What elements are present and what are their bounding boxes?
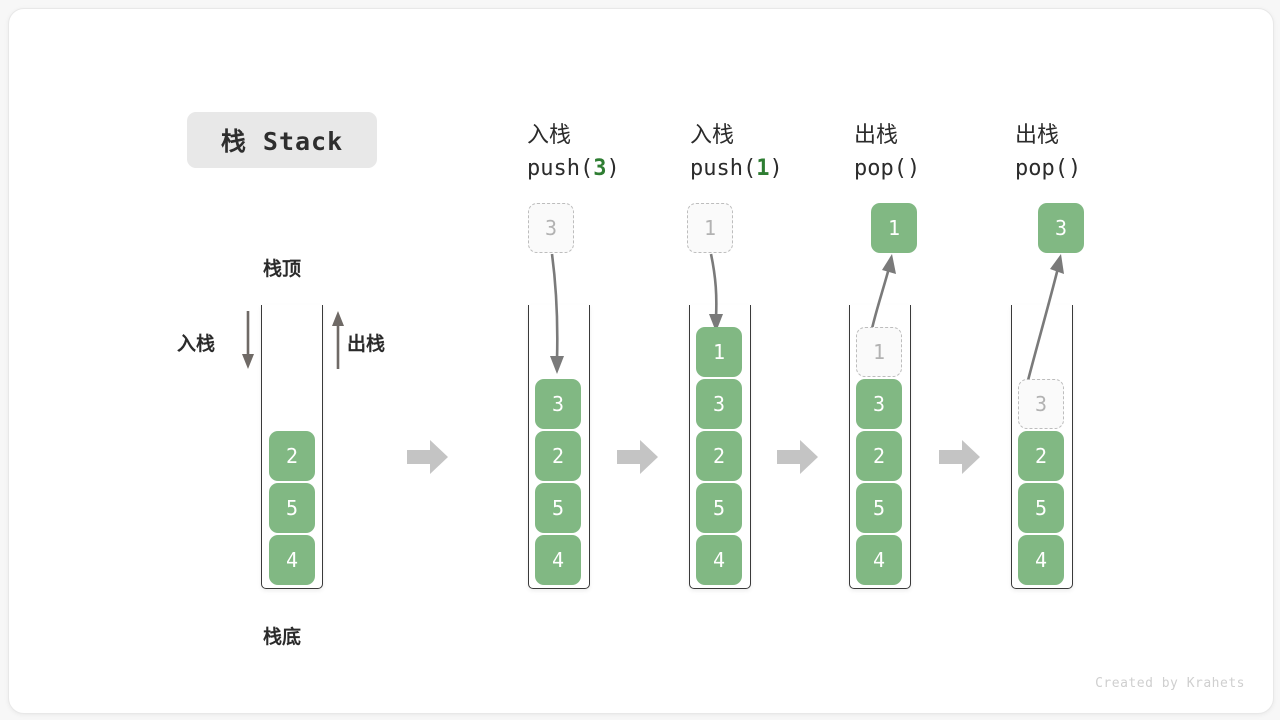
transition-arrow-icon <box>777 440 818 474</box>
transition-arrow-icon <box>939 440 980 474</box>
incoming-cell-3: 3 <box>528 203 574 253</box>
operation-code: pop() <box>854 156 921 181</box>
operation-caption-pop-3: 出栈 pop() <box>1015 117 1081 181</box>
operation-arg: 1 <box>756 156 770 181</box>
stack-container <box>1011 305 1073 589</box>
operation-label: 出栈 <box>1015 122 1060 147</box>
operation-caption-pop-1: 出栈 pop() <box>854 117 920 181</box>
stack-cell: 1 <box>696 327 742 377</box>
push-direction-label: 入栈 <box>177 334 216 355</box>
pop-direction-label: 出栈 <box>347 334 386 355</box>
page-title: 栈 Stack <box>187 112 377 168</box>
operation-label: 出栈 <box>854 122 899 147</box>
stack-container <box>528 305 590 589</box>
operation-label: 入栈 <box>527 122 572 147</box>
push-direction-arrow-icon <box>242 311 254 369</box>
stack-bottom-label: 栈底 <box>263 627 302 648</box>
stack-cell: 2 <box>269 431 315 481</box>
stack-cell: 2 <box>856 431 902 481</box>
stack-cell: 4 <box>696 535 742 585</box>
stack-cell: 5 <box>535 483 581 533</box>
stack-cell-ghost: 3 <box>1018 379 1064 429</box>
stack-cell: 3 <box>535 379 581 429</box>
stack-cell: 5 <box>1018 483 1064 533</box>
stack-cell: 4 <box>856 535 902 585</box>
popped-cell-3: 3 <box>1038 203 1084 253</box>
stack-cell: 4 <box>269 535 315 585</box>
popped-cell-1: 1 <box>871 203 917 253</box>
push-flow-arrow-icon <box>550 253 564 374</box>
credit-text: Created by Krahets <box>1095 676 1245 691</box>
stack-container <box>689 305 751 589</box>
operation-code: pop() <box>1015 156 1082 181</box>
operation-label: 入栈 <box>690 122 735 147</box>
operation-code: push(3) <box>527 156 620 181</box>
transition-arrow-icon <box>407 440 448 474</box>
stack-top-label: 栈顶 <box>263 259 302 280</box>
stack-cell: 2 <box>1018 431 1064 481</box>
stack-cell: 4 <box>1018 535 1064 585</box>
diagram-canvas: 栈 Stack 栈顶 栈底 入栈 出栈 2 5 4 入栈 push(3) 3 3… <box>8 8 1274 714</box>
transition-arrow-icon <box>617 440 658 474</box>
incoming-cell-1: 1 <box>687 203 733 253</box>
pop-direction-arrow-icon <box>332 311 344 369</box>
stack-cell: 5 <box>269 483 315 533</box>
stack-container <box>261 305 323 589</box>
stack-container <box>849 305 911 589</box>
operation-caption-push-1: 入栈 push(1) <box>690 117 783 181</box>
stack-cell: 4 <box>535 535 581 585</box>
operation-caption-push-3: 入栈 push(3) <box>527 117 620 181</box>
stack-cell: 3 <box>856 379 902 429</box>
operation-code: push(1) <box>690 156 783 181</box>
stack-cell: 2 <box>535 431 581 481</box>
stack-cell: 5 <box>696 483 742 533</box>
stack-cell: 3 <box>696 379 742 429</box>
operation-arg: 3 <box>593 156 607 181</box>
push-flow-arrow-icon <box>709 253 723 332</box>
stack-cell: 5 <box>856 483 902 533</box>
stack-cell: 2 <box>696 431 742 481</box>
stack-cell-ghost: 1 <box>856 327 902 377</box>
